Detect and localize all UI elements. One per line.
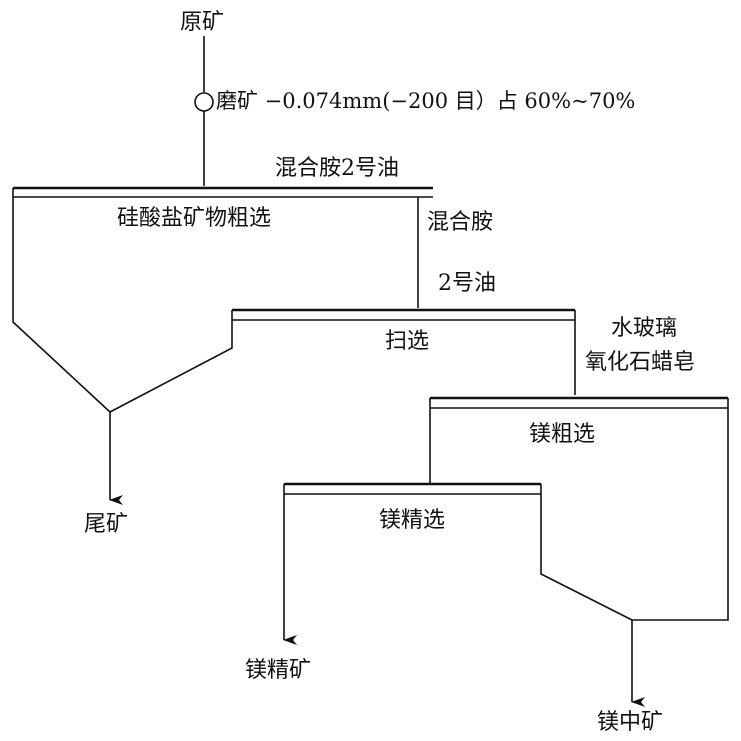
label-reagent-scav-2: 2号油	[438, 271, 496, 296]
label-tailings: 尾矿	[84, 512, 129, 537]
label-reagent-rougher: 混合胺2号油	[275, 156, 399, 181]
label-grinding: 磨矿 −0.074mm(−200 目）占 60%~70%	[216, 89, 636, 113]
label-mg-concentrate: 镁精矿	[245, 658, 312, 683]
label-reagent-scav-1: 混合胺	[427, 210, 494, 235]
label-reagent-mg-1: 水玻璃	[611, 316, 678, 341]
label-mg-cleaner: 镁精选	[379, 508, 446, 533]
label-mg-rougher: 镁粗选	[529, 422, 596, 447]
cell-mg-cleaner	[283, 482, 633, 645]
grinding-circle-icon	[194, 92, 214, 112]
label-silicate-rougher: 硅酸盐矿物粗选	[117, 206, 272, 231]
cell-scavenging	[232, 308, 576, 395]
label-scavenging: 扫选	[385, 329, 430, 354]
label-reagent-mg-2: 氧化石蜡皂	[585, 350, 696, 375]
label-raw-ore: 原矿	[180, 10, 225, 35]
cell-mg-rougher	[429, 396, 729, 621]
label-mg-middlings: 镁中矿	[597, 710, 664, 735]
